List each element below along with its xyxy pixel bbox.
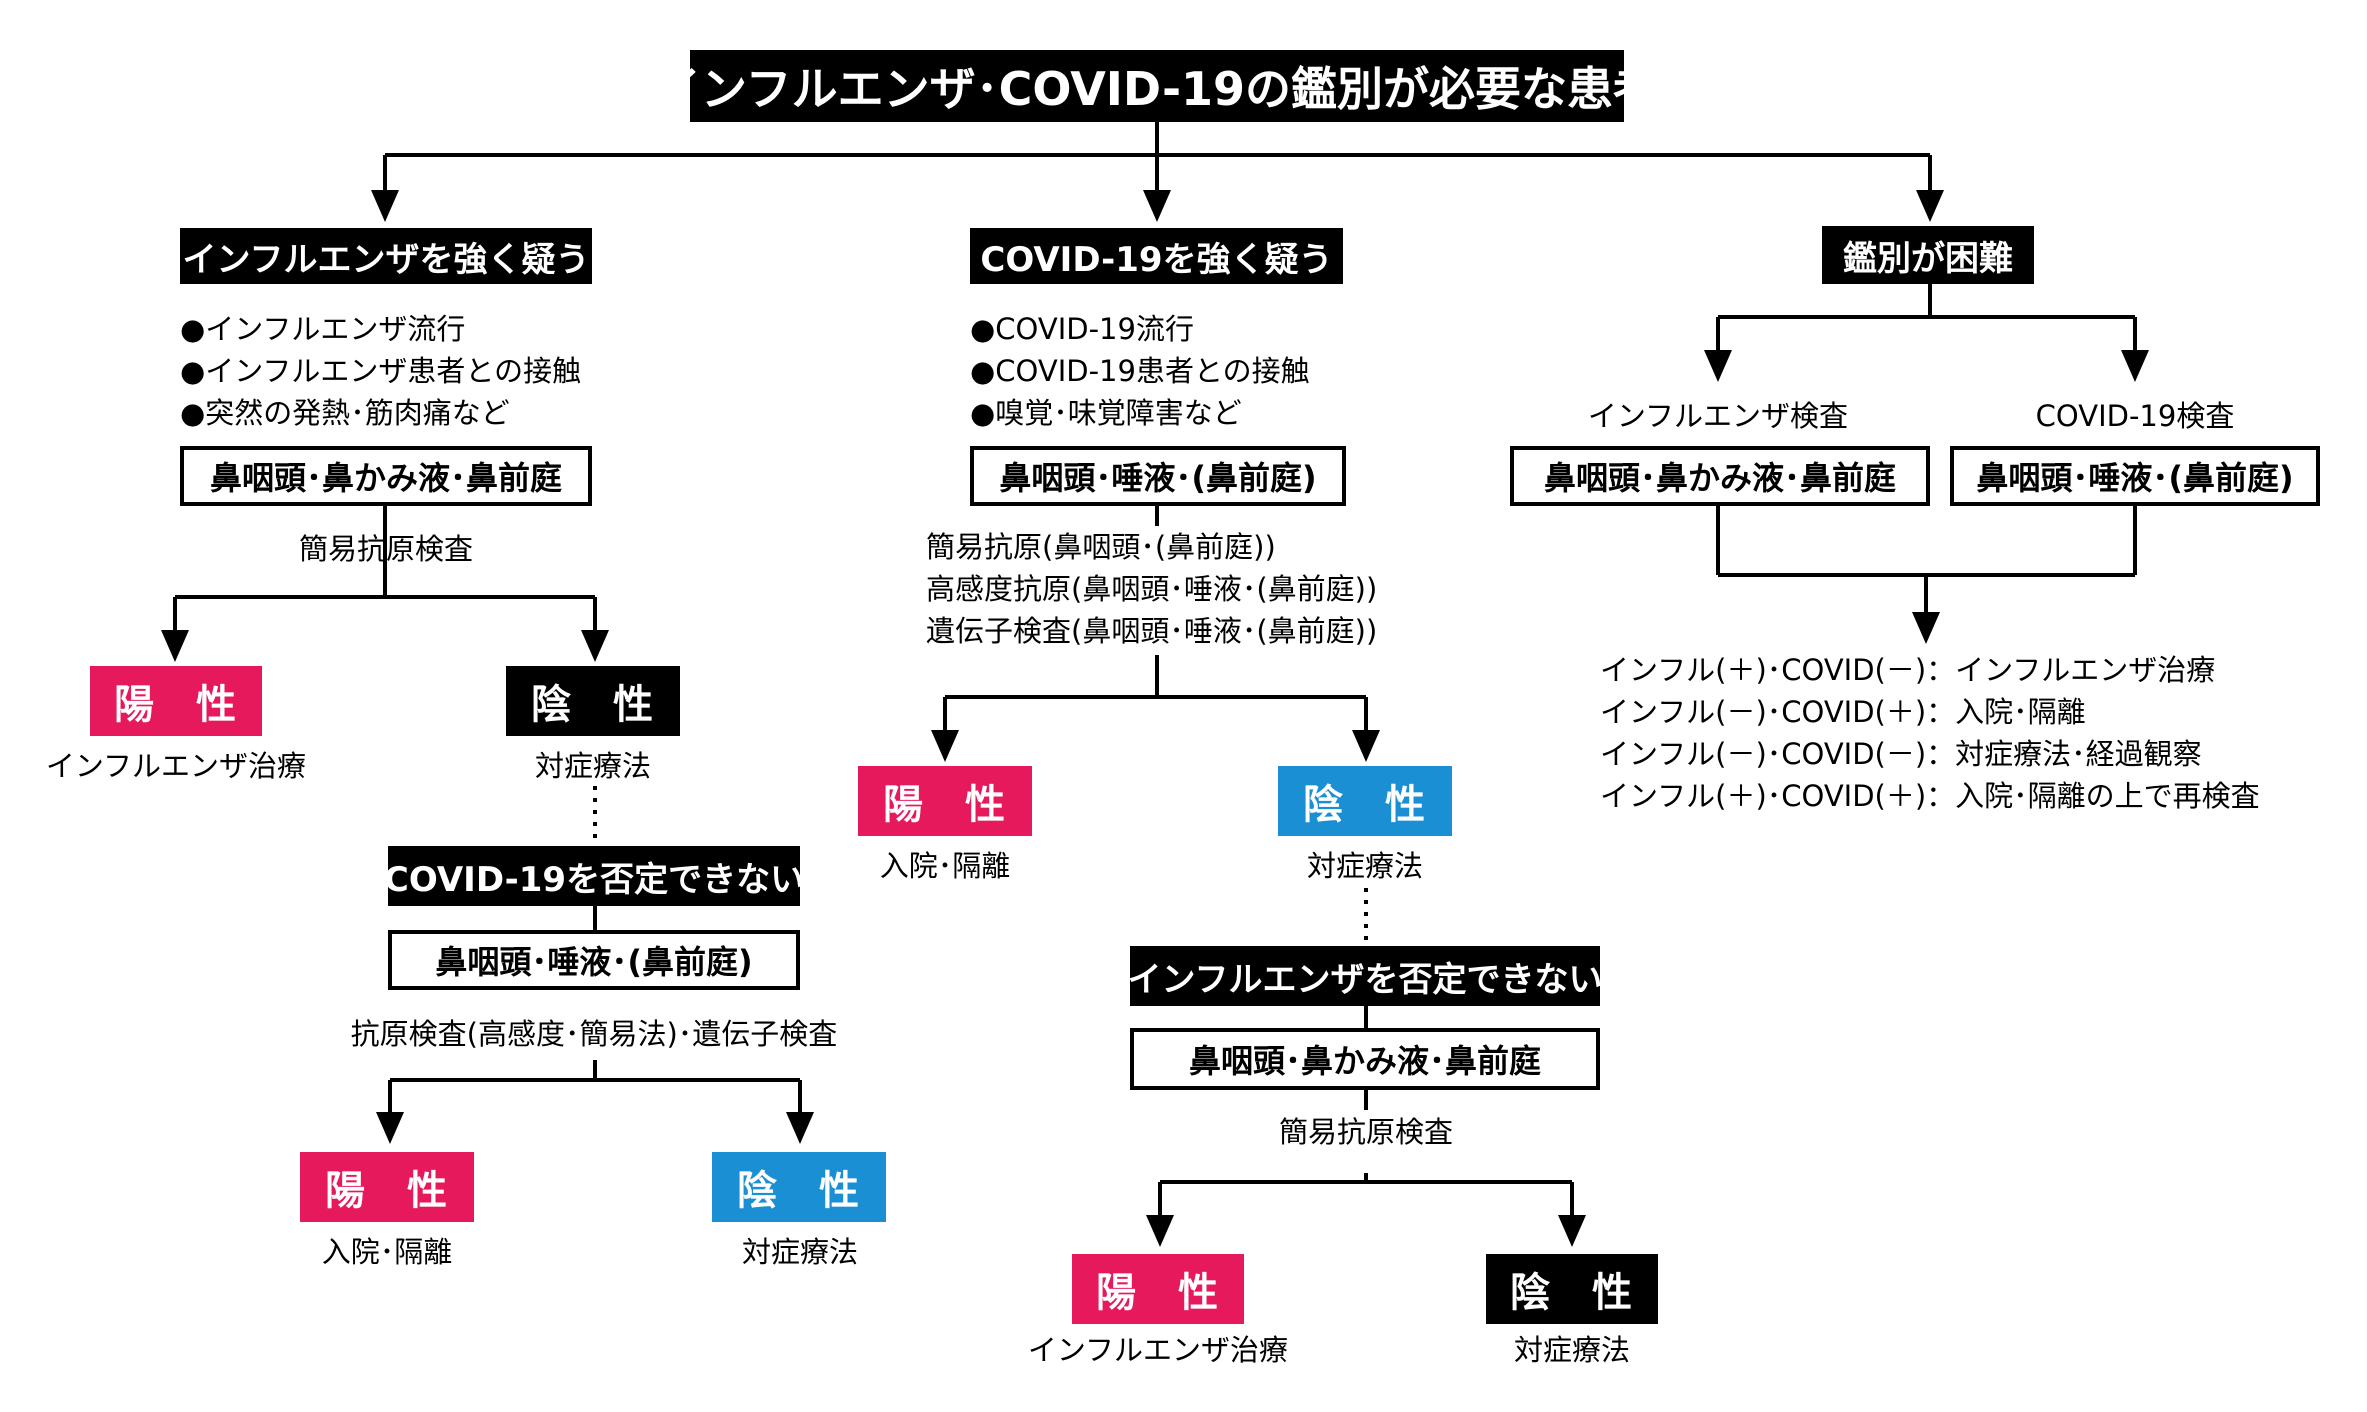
flu-covid-sample: 鼻咽頭･唾液･(鼻前庭) bbox=[388, 930, 800, 990]
covid-positive-badge: 陽性 bbox=[858, 766, 1032, 836]
covid-test-2: 高感度抗原(鼻咽頭･唾液･(鼻前庭)) bbox=[926, 572, 1378, 606]
arrowhead bbox=[1143, 190, 1171, 222]
covid-flu-negative-action: 対症療法 bbox=[1513, 1333, 1631, 1367]
flu-test-label: 簡易抗原検査 bbox=[298, 532, 474, 566]
covid-flu-test-label: 簡易抗原検査 bbox=[1278, 1115, 1454, 1149]
flu-covid-positive-action: 入院･隔離 bbox=[321, 1235, 453, 1269]
connector-covid-test bbox=[943, 506, 1368, 740]
flu-negative-action: 対症療法 bbox=[534, 749, 652, 783]
connector-difficult-split bbox=[1716, 284, 2137, 360]
flu-covid-negative-char-a: 陰 bbox=[737, 1168, 779, 1214]
connector-flu-test bbox=[173, 506, 597, 640]
covid-flu-negative-char-b: 性 bbox=[1592, 1270, 1634, 1316]
difficult-outcome-4: インフル(＋)･COVID(＋)：入院･隔離の上で再検査 bbox=[1600, 779, 2260, 813]
difficult-covid-sample: 鼻咽頭･唾液･(鼻前庭) bbox=[1950, 446, 2320, 506]
flu-heading: インフルエンザを強く疑う bbox=[180, 228, 592, 284]
arrowhead bbox=[1704, 350, 1732, 382]
difficult-covid-test-label: COVID-19検査 bbox=[2035, 399, 2235, 433]
covid-negative-action: 対症療法 bbox=[1306, 849, 1424, 883]
difficult-flu-sample: 鼻咽頭･鼻かみ液･鼻前庭 bbox=[1510, 446, 1930, 506]
connector-flu-covid-test bbox=[388, 906, 802, 1120]
covid-test-1: 簡易抗原(鼻咽頭･(鼻前庭)) bbox=[926, 530, 1276, 564]
flu-covid-negative-badge: 陰性 bbox=[712, 1152, 886, 1222]
arrowhead bbox=[1558, 1215, 1586, 1247]
covid-test-3: 遺伝子検査(鼻咽頭･唾液･(鼻前庭)) bbox=[926, 614, 1378, 648]
arrowhead bbox=[1352, 730, 1380, 762]
covid-flu-positive-action: インフルエンザ治療 bbox=[1027, 1333, 1289, 1367]
difficult-heading: 鑑別が困難 bbox=[1822, 226, 2034, 284]
flu-covid-test-label: 抗原検査(高感度･簡易法)･遺伝子検査 bbox=[350, 1017, 838, 1051]
flu-bullet-2: ●インフルエンザ患者との接触 bbox=[180, 354, 582, 388]
connector-difficult-merge bbox=[1716, 506, 2137, 620]
arrowhead bbox=[2121, 350, 2149, 382]
arrowhead bbox=[161, 630, 189, 662]
flu-covid-positive-badge: 陽性 bbox=[300, 1152, 474, 1222]
covid-bullet-3: ●嗅覚･味覚障害など bbox=[970, 396, 1242, 430]
covid-cannot-rule-out-flu: インフルエンザを否定できない bbox=[1128, 946, 1603, 1006]
covid-bullet-1: ●COVID-19流行 bbox=[970, 312, 1194, 346]
flu-covid-positive-char-b: 性 bbox=[407, 1168, 449, 1214]
flu-negative-char-a: 陰 bbox=[531, 682, 573, 728]
covid-negative-badge: 陰性 bbox=[1278, 766, 1452, 836]
covid-flu-negative-badge: 陰性 bbox=[1486, 1254, 1658, 1324]
flu-positive-badge: 陽性 bbox=[90, 666, 262, 736]
flu-covid-negative-action: 対症療法 bbox=[741, 1235, 859, 1269]
covid-bullet-2: ●COVID-19患者との接触 bbox=[970, 354, 1310, 388]
flu-positive-char-b: 性 bbox=[196, 682, 238, 728]
arrowhead bbox=[1916, 190, 1944, 222]
difficult-outcome-1: インフル(＋)･COVID(－)：インフルエンザ治療 bbox=[1600, 653, 2216, 687]
covid-positive-char-b: 性 bbox=[965, 782, 1007, 828]
covid-flu-positive-char-a: 陽 bbox=[1096, 1270, 1138, 1316]
covid-positive-action: 入院･隔離 bbox=[879, 849, 1011, 883]
covid-negative-char-b: 性 bbox=[1385, 782, 1427, 828]
arrowhead bbox=[376, 1112, 404, 1144]
page-title: インフルエンザ･COVID-19の鑑別が必要な患者 bbox=[655, 50, 1659, 122]
flu-sample: 鼻咽頭･鼻かみ液･鼻前庭 bbox=[180, 446, 592, 506]
difficult-outcome-3: インフル(－)･COVID(－)：対症療法･経過観察 bbox=[1600, 737, 2202, 771]
difficult-outcome-2: インフル(－)･COVID(＋)：入院･隔離 bbox=[1600, 695, 2086, 729]
flu-bullet-1: ●インフルエンザ流行 bbox=[180, 312, 466, 346]
covid-flu-sample: 鼻咽頭･鼻かみ液･鼻前庭 bbox=[1130, 1028, 1600, 1090]
covid-flu-negative-char-a: 陰 bbox=[1510, 1270, 1552, 1316]
connector-top-split bbox=[383, 120, 1932, 210]
arrowhead bbox=[786, 1112, 814, 1144]
arrowhead bbox=[1912, 612, 1940, 644]
covid-sample: 鼻咽頭･唾液･(鼻前庭) bbox=[970, 446, 1346, 506]
flu-covid-negative-char-b: 性 bbox=[819, 1168, 861, 1214]
difficult-flu-test-label: インフルエンザ検査 bbox=[1587, 399, 1849, 433]
flu-negative-char-b: 性 bbox=[613, 682, 655, 728]
covid-negative-char-a: 陰 bbox=[1303, 782, 1345, 828]
flu-covid-positive-char-a: 陽 bbox=[325, 1168, 367, 1214]
covid-positive-char-a: 陽 bbox=[883, 782, 925, 828]
covid-heading: COVID-19を強く疑う bbox=[970, 228, 1343, 284]
arrowhead bbox=[581, 630, 609, 662]
covid-flu-positive-badge: 陽性 bbox=[1072, 1254, 1244, 1324]
arrowhead bbox=[931, 730, 959, 762]
arrowhead bbox=[1146, 1215, 1174, 1247]
flu-cannot-rule-out-covid: COVID-19を否定できない bbox=[384, 846, 804, 906]
arrowhead bbox=[371, 190, 399, 222]
flu-positive-action: インフルエンザ治療 bbox=[45, 749, 307, 783]
flu-negative-badge: 陰性 bbox=[506, 666, 680, 736]
covid-flu-positive-char-b: 性 bbox=[1178, 1270, 1220, 1316]
connector-covid-flu-test bbox=[1158, 1004, 1574, 1225]
flu-positive-char-a: 陽 bbox=[114, 682, 156, 728]
flu-bullet-3: ●突然の発熱･筋肉痛など bbox=[180, 396, 510, 430]
